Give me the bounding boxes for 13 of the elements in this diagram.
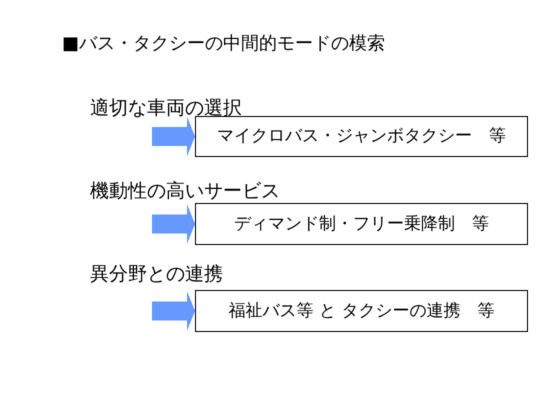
section-heading: 適切な車両の選択 xyxy=(90,97,242,120)
section-heading: 異分野との連携 xyxy=(90,263,223,286)
process-box xyxy=(195,290,528,332)
box-label: マイクロバス・ジャンボタクシー 等 xyxy=(217,126,506,147)
process-box xyxy=(195,203,528,245)
block-arrow xyxy=(152,116,195,156)
box-label: ディマンド制・フリー乗降制 等 xyxy=(234,214,489,234)
box-label: 福祉バス等 と タクシーの連携 等 xyxy=(228,300,494,322)
block-arrow xyxy=(152,291,195,331)
process-box xyxy=(195,116,528,157)
section-heading: 機動性の高いサービス xyxy=(90,180,280,203)
block-arrow xyxy=(152,204,195,244)
title: ■バス・タクシーの中間的モードの模索 xyxy=(62,33,386,55)
